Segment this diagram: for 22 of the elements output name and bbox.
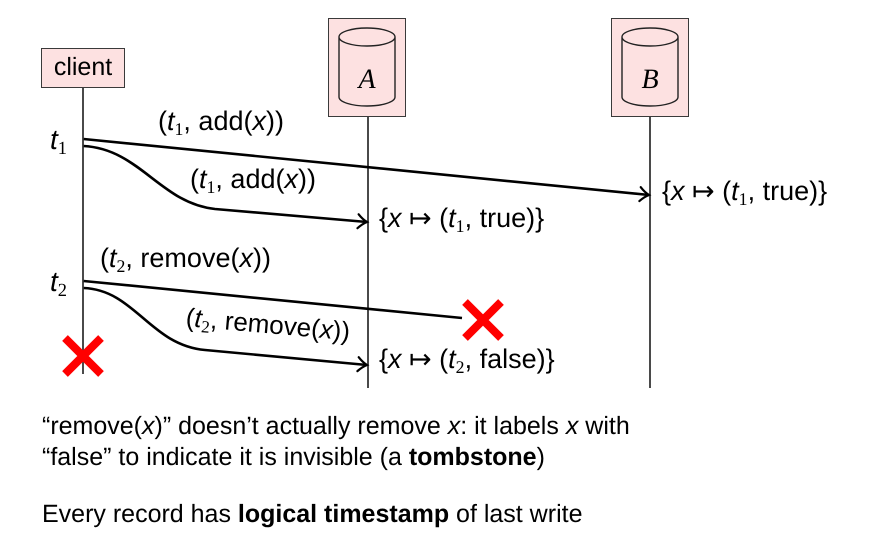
time-label: t$_{2}$ xyxy=(50,266,68,298)
cross-icon xyxy=(62,335,104,377)
state-label: {x ↦ (t$_{2}$, false)} xyxy=(379,344,555,376)
edge-label: (t$_{1}$, add(x)) xyxy=(190,164,316,196)
edge-label: (t$_{2}$, remove(x)) xyxy=(184,303,352,348)
state-label: {x ↦ (t$_{1}$, true)} xyxy=(379,203,544,234)
edge-label: (t$_{1}$, add(x)) xyxy=(158,106,284,138)
note-text: “remove(x)” doesn’t actually remove x: it labels x with “false” to indicate it is invisible (a tombstone) xyxy=(42,411,631,473)
cross-icon xyxy=(462,299,504,341)
state-label: {x ↦ (t$_{1}$, true)} xyxy=(662,176,828,208)
message-line xyxy=(83,280,462,320)
lifeline xyxy=(367,117,369,388)
time-label: t$_{1}$ xyxy=(50,124,68,156)
participant-label: A xyxy=(356,65,377,96)
participant-box xyxy=(328,18,406,117)
participant-label: B xyxy=(640,65,660,96)
participant-box: client xyxy=(41,48,125,88)
note-text: Every record has logical timestamp of last write xyxy=(42,500,582,529)
lifeline xyxy=(649,117,651,388)
lifeline xyxy=(82,88,84,374)
edge-label: (t$_{2}$, remove(x)) xyxy=(100,243,271,274)
participant-box xyxy=(611,18,689,117)
